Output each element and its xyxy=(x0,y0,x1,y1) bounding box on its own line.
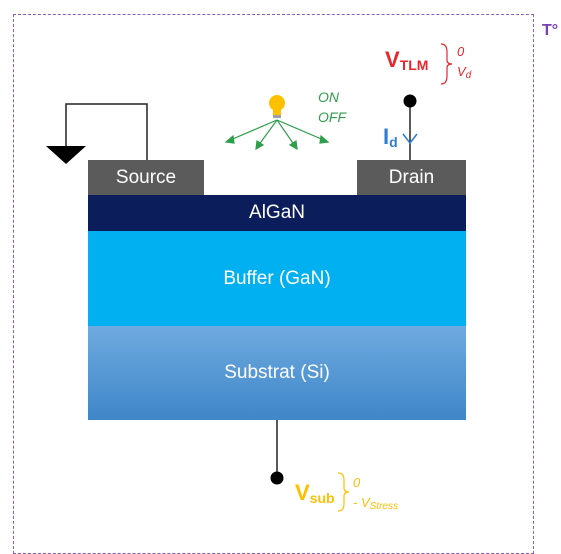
v-sub-levels: 0 - VStress xyxy=(353,473,398,517)
v-tlm-level-zero: 0 xyxy=(457,44,465,59)
source-contact: Source xyxy=(88,160,204,195)
v-tlm-levels: 0 Vd xyxy=(457,42,471,86)
v-sub-level-zero: 0 xyxy=(353,475,361,490)
drain-terminal xyxy=(403,94,417,108)
substrate-terminal xyxy=(270,471,284,485)
current-arrow xyxy=(402,133,418,145)
light-rays xyxy=(224,119,330,151)
v-tlm-label: VTLM xyxy=(385,47,429,73)
source-label: Source xyxy=(115,166,177,188)
light-on-label: ON xyxy=(318,89,339,105)
buffer-label: Buffer (GaN) xyxy=(223,267,331,289)
drain-current-label: Id xyxy=(383,124,398,150)
algan-layer: AlGaN xyxy=(88,195,466,231)
v-sub-level-stress: - VStress xyxy=(353,495,398,512)
v-sub-label: Vsub xyxy=(295,480,335,506)
lightbulb-icon xyxy=(269,95,285,118)
drain-contact: Drain xyxy=(357,160,466,195)
v-tlm-brace xyxy=(440,43,453,85)
drain-label: Drain xyxy=(388,166,435,188)
ground-symbol xyxy=(46,146,86,164)
substrate-layer: Substrat (Si) xyxy=(88,326,466,420)
light-off-label: OFF xyxy=(318,109,346,125)
temperature-label: T° xyxy=(542,22,559,39)
light-state-labels: ON OFF xyxy=(318,87,346,127)
substrate-label: Substrat (Si) xyxy=(224,362,330,383)
algan-label: AlGaN xyxy=(249,202,305,223)
circuit-wiring xyxy=(46,43,453,512)
buffer-layer: Buffer (GaN) xyxy=(88,231,466,326)
source-wire xyxy=(65,103,148,160)
v-tlm-level-vd: Vd xyxy=(457,64,472,81)
v-sub-brace xyxy=(337,472,350,512)
